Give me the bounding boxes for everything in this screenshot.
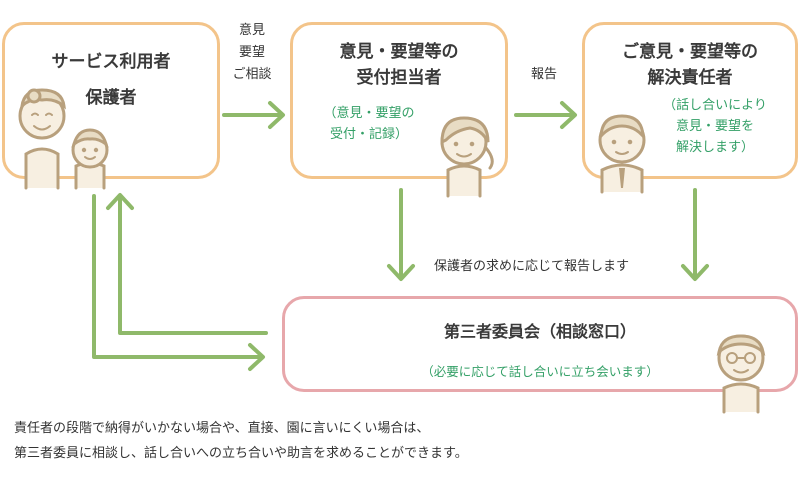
resolver-box: ご意見・要望等の 解決責任者 （話し合いにより 意見・要望を 解決します） bbox=[582, 22, 798, 179]
reception-box-title: 意見・要望等の 受付担当者 bbox=[339, 42, 459, 88]
arrow-user-to-committee bbox=[92, 194, 264, 359]
committee-box-note: （必要に応じて話し合いに立ち会います） bbox=[421, 364, 659, 379]
footer-note: 責任者の段階で納得がいかない場合や、直接、園に言いにくい場合は、 第三者委員に相… bbox=[14, 421, 468, 461]
reception-box-note: （意見・要望の 受付・記録） bbox=[323, 106, 415, 142]
committee-box: 第三者委員会（相談窓口） （必要に応じて話し合いに立ち会います） bbox=[282, 296, 798, 392]
user-box-title: サービス利用者 保護者 bbox=[51, 52, 171, 108]
receptionist-icon bbox=[440, 116, 494, 198]
label-down-to-committee: 保護者の求めに応じて報告します bbox=[434, 259, 630, 274]
committee-box-title: 第三者委員会（相談窓口） bbox=[443, 322, 636, 341]
reception-box: 意見・要望等の 受付担当者 （意見・要望の 受付・記録） bbox=[290, 22, 508, 179]
arrow-committee-to-user bbox=[118, 194, 268, 335]
label-user-to-reception: 意見 要望 ご相談 bbox=[232, 23, 272, 82]
family-icon bbox=[18, 88, 109, 190]
manager-icon bbox=[598, 114, 646, 194]
resolver-box-note: （話し合いにより 意見・要望を 解決します） bbox=[663, 98, 767, 155]
committee-member-icon bbox=[716, 334, 766, 414]
resolver-box-title: ご意見・要望等の 解決責任者 bbox=[622, 42, 758, 88]
label-reception-to-resolver: 報告 bbox=[530, 67, 557, 82]
